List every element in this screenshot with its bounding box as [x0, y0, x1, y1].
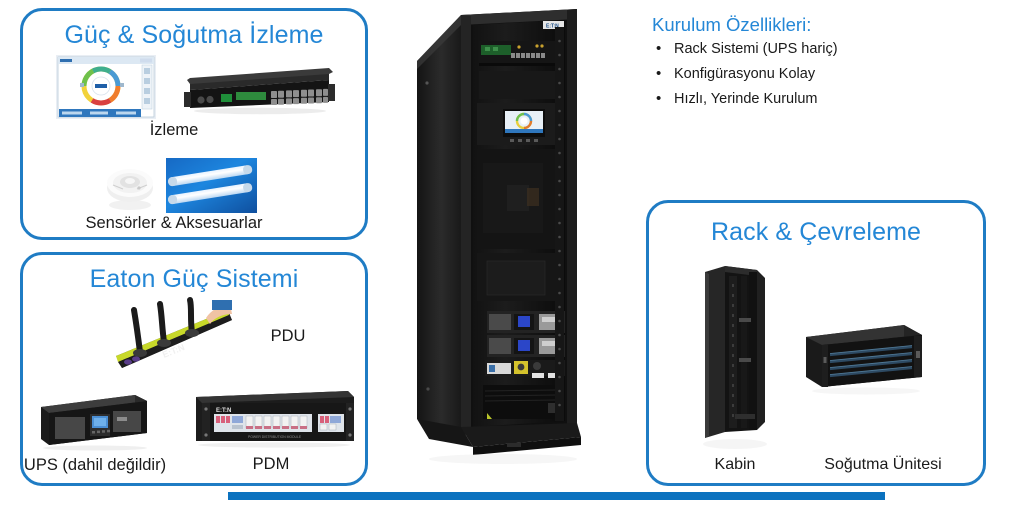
caption-pdu: PDU	[270, 327, 306, 345]
feature-item: • Hızlı, Yerinde Kurulum	[652, 90, 992, 108]
features-title: Kurulum Özellikleri:	[652, 14, 812, 35]
installation-features-block: Kurulum Özellikleri: • Rack Sistemi (UPS…	[652, 14, 992, 115]
feature-label: Hızlı, Yerinde Kurulum	[674, 91, 818, 107]
cooling-unit-image	[806, 325, 922, 395]
panel-title-monitoring: Güç & Soğutma İzleme	[64, 21, 324, 49]
caption-cooling-unit: Soğutma Ünitesi	[824, 456, 942, 473]
rack-network-switch-image	[184, 68, 335, 115]
eaton-ups-unit-image	[41, 395, 147, 451]
svg-text:POWER DISTRIBUTION MODULE: POWER DISTRIBUTION MODULE	[248, 435, 302, 439]
assembled-data-center-rack-photo: E:T:N	[417, 9, 581, 464]
panel-title-rack: Rack & Çevreleme	[711, 218, 921, 246]
panel-title-power: Eaton Güç Sistemi	[89, 265, 299, 293]
feature-item: • Konfigürasyonu Kolay	[652, 65, 992, 83]
bullet-icon: •	[656, 90, 662, 107]
rack-pdu-strip-image: E:T:N	[110, 296, 232, 379]
smoke-sensor-image	[107, 169, 153, 210]
bottom-accent-bar	[228, 492, 885, 500]
server-cabinet-image	[703, 266, 767, 449]
eaton-pdm-unit-image: E:T:N POWER DISTRIBUTION MODULE	[196, 391, 354, 448]
caption-sensors-accessories: Sensörler & Aksesuarlar	[85, 214, 263, 232]
bullet-icon: •	[656, 40, 662, 57]
power-monitoring-dashboard-image	[56, 55, 156, 119]
svg-text:E:T:N: E:T:N	[546, 23, 559, 29]
bullet-icon: •	[656, 65, 662, 82]
caption-pdm: PDM	[252, 455, 290, 473]
feature-label: Konfigürasyonu Kolay	[674, 66, 816, 82]
svg-text:E:T:N: E:T:N	[216, 408, 231, 414]
caption-monitoring: İzleme	[149, 121, 199, 139]
led-tube-lights-image	[166, 158, 257, 213]
feature-label: Rack Sistemi (UPS hariç)	[674, 41, 838, 57]
caption-ups: UPS (dahil değildir)	[23, 456, 167, 474]
feature-item: • Rack Sistemi (UPS hariç)	[652, 40, 992, 58]
caption-cabinet: Kabin	[714, 456, 756, 473]
